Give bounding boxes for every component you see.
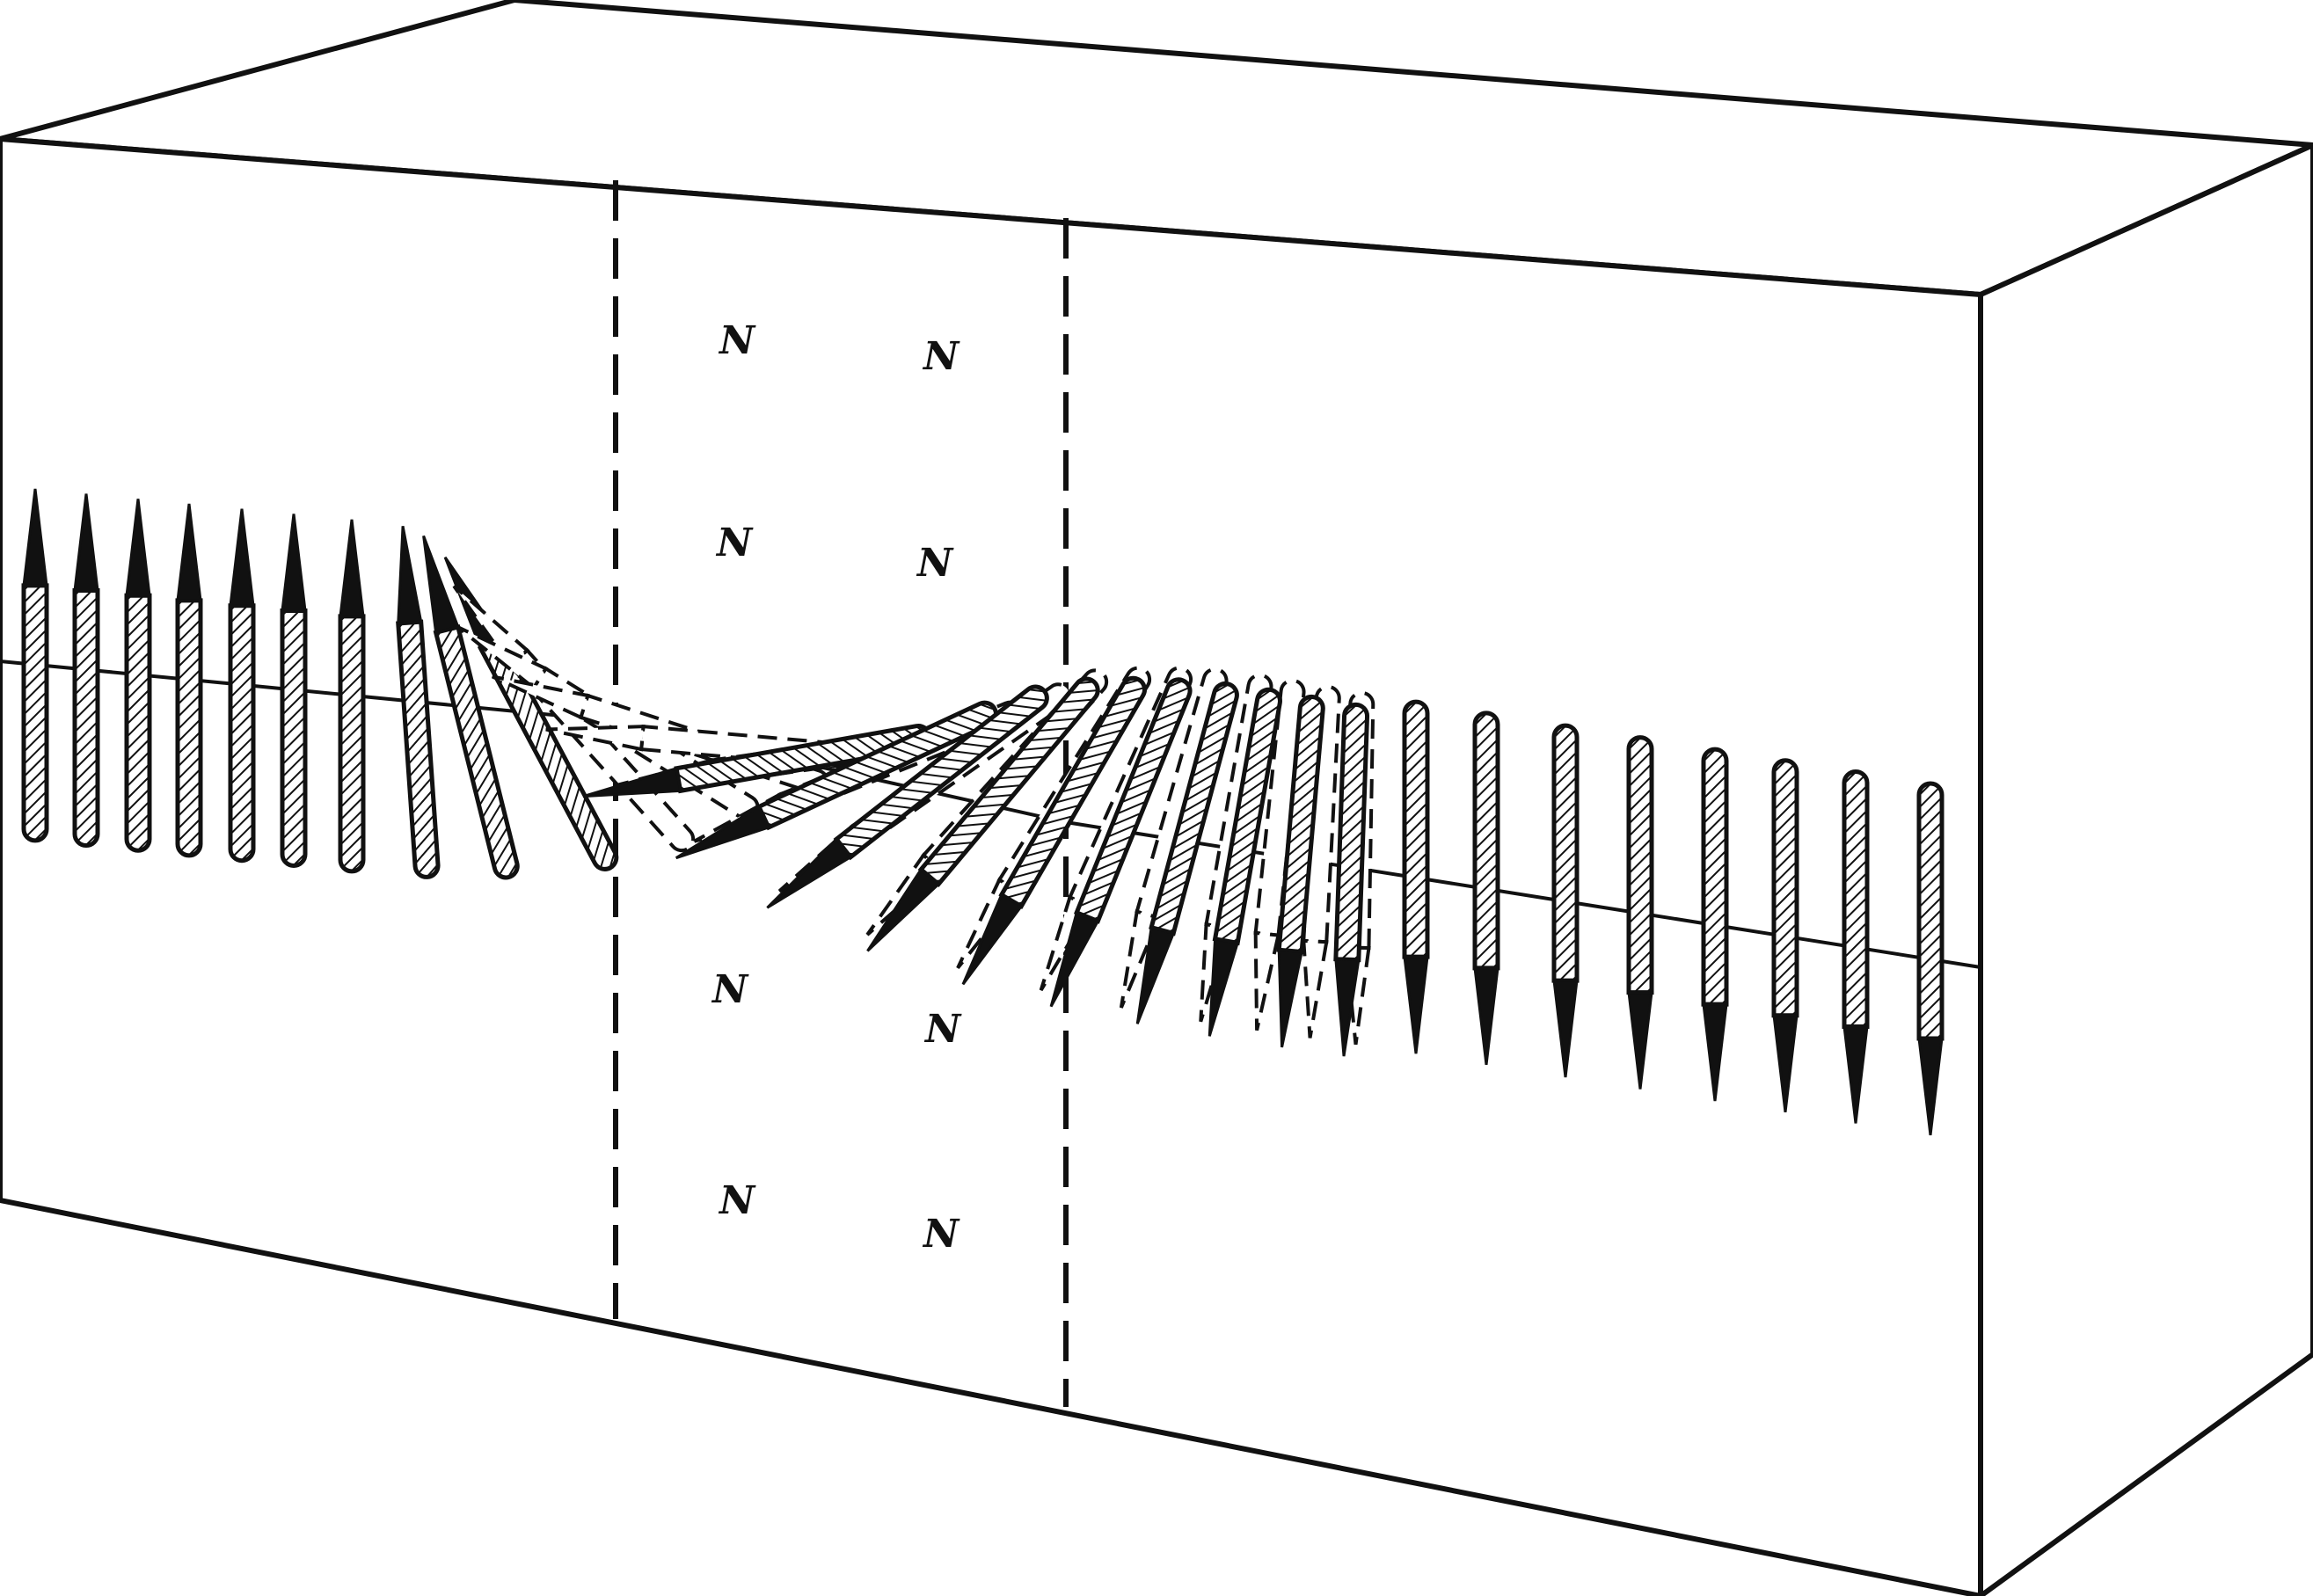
spin-arrow [175,503,203,858]
pole-label: N [718,1178,756,1223]
spin-arrow [766,684,1049,909]
block-front-face [0,136,1983,1596]
spin-arrow [1626,735,1654,1090]
spin-arrow [1771,758,1799,1112]
spin-arrow [1701,747,1729,1102]
spin-arrow [866,676,1100,952]
spin-arrow [1049,677,1193,1008]
spin-arrow [582,723,932,798]
spin-arrow [422,535,520,880]
spin-arrow [1208,687,1282,1037]
pole-labels: N N N N N N N N [711,318,962,1257]
spin-arrow [1472,711,1500,1066]
spin-arrow [280,514,308,868]
spin-arrow [1333,702,1370,1057]
spin-arrow-dashed [1253,678,1306,1031]
pole-label: N [715,521,754,565]
spin-arrow [72,493,100,849]
pole-label: N [718,318,756,363]
spin-arrow [1276,694,1325,1048]
spin-arrow [21,488,49,843]
spin-arrows [21,488,1945,1136]
spin-arrow [396,526,441,879]
spin-arrow [1135,681,1239,1024]
spin-arrow [338,519,366,874]
pole-label: N [922,1212,960,1257]
pole-label: N [711,967,749,1012]
spin-arrow [1402,699,1430,1054]
block-side-face [1978,142,2313,1596]
spin-arrow [1916,781,1945,1136]
spin-arrow [228,508,256,864]
pole-label: N [922,334,960,379]
pole-label: N [916,541,954,586]
spin-arrow [124,499,152,853]
spin-arrow [961,675,1147,986]
pole-label: N [923,1007,962,1052]
spin-arrow [1551,723,1580,1078]
spin-arrow [1842,769,1870,1124]
